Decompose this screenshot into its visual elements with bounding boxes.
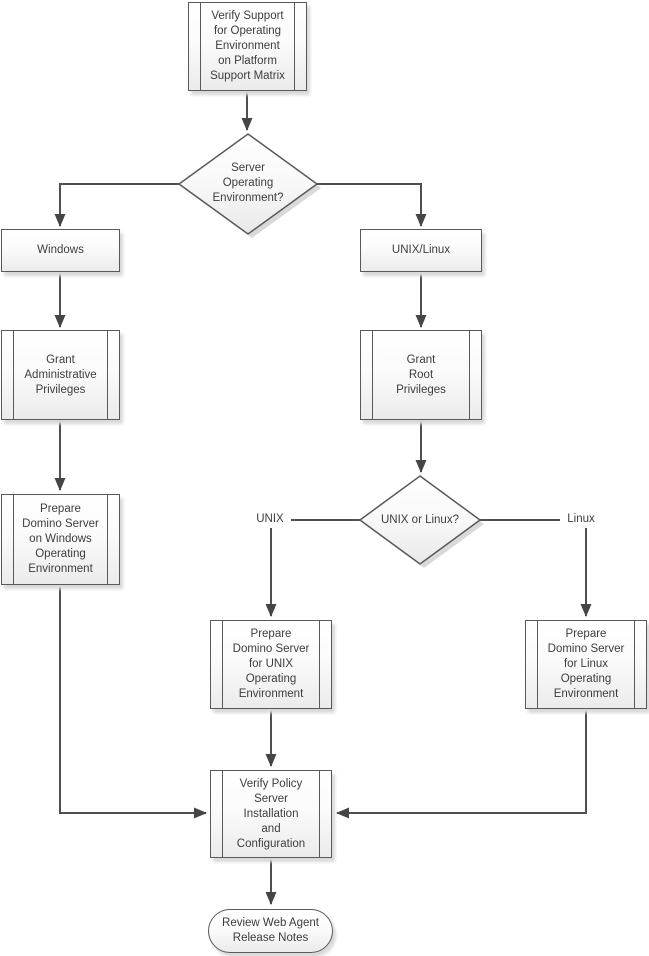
- node-verify-policy: Verify Policy Server Installation and Co…: [210, 770, 332, 858]
- predefined-process-bar: [222, 621, 223, 708]
- node-review-notes: Review Web Agent Release Notes: [208, 909, 333, 953]
- node-grant-admin: Grant Administrative Privileges: [1, 330, 120, 420]
- node-unix-linux-label: UNIX/Linux: [391, 244, 451, 256]
- predefined-process-bar: [222, 771, 223, 857]
- node-prepare-windows-label: Prepare Domino Server on Windows Operati…: [22, 503, 99, 575]
- predefined-process-bar: [13, 331, 14, 419]
- predefined-process-bar: [107, 331, 108, 419]
- node-prepare-linux-label: Prepare Domino Server for Linux Operatin…: [547, 628, 625, 700]
- node-review-notes-label: Review Web Agent Release Notes: [222, 917, 319, 944]
- node-prepare-unix: Prepare Domino Server for UNIX Operating…: [210, 620, 332, 709]
- node-windows-label: Windows: [37, 244, 84, 256]
- predefined-process-bar: [469, 331, 470, 419]
- node-verify-support: Verify Support for Operating Environment…: [188, 2, 307, 91]
- node-unix-or-linux-decision-label: UNIX or Linux?: [381, 514, 459, 526]
- predefined-process-bar: [634, 621, 635, 708]
- node-verify-support-label: Verify Support for Operating Environment…: [210, 10, 285, 82]
- predefined-process-bar: [13, 495, 14, 584]
- connector-decision-unix-branch: [265, 519, 360, 617]
- connector-prepare-linux-to-verify-policy: [336, 710, 587, 819]
- predefined-process-bar: [107, 495, 108, 584]
- edge-label-unix: UNIX: [249, 511, 291, 528]
- predefined-process-bar: [294, 3, 295, 90]
- decision-server-os-shape: [177, 133, 321, 238]
- node-verify-policy-label: Verify Policy Server Installation and Co…: [236, 777, 306, 850]
- predefined-process-bar: [319, 771, 320, 857]
- predefined-process-bar: [319, 621, 320, 708]
- edge-label-linux: Linux: [560, 511, 602, 528]
- node-grant-root-label: Grant Root Privileges: [396, 353, 446, 396]
- predefined-process-bar: [200, 3, 201, 90]
- connector-decision-linux-branch: [480, 519, 592, 617]
- node-server-os-decision-label: Server Operating Environment?: [212, 162, 284, 204]
- node-grant-root: Grant Root Privileges: [360, 330, 482, 420]
- connector-decision-to-unix-linux: [317, 183, 427, 227]
- predefined-process-bar: [372, 331, 373, 419]
- node-prepare-windows: Prepare Domino Server on Windows Operati…: [1, 494, 120, 585]
- node-grant-admin-label: Grant Administrative Privileges: [24, 353, 97, 396]
- connector-decision-to-windows: [54, 183, 179, 227]
- node-prepare-linux: Prepare Domino Server for Linux Operatin…: [525, 620, 647, 709]
- node-prepare-unix-label: Prepare Domino Server for UNIX Operating…: [232, 628, 310, 700]
- predefined-process-bar: [537, 621, 538, 708]
- node-windows: Windows: [1, 229, 120, 272]
- decision-unix-or-linux-shape: [358, 475, 484, 568]
- connector-prepare-windows-to-verify-policy: [59, 586, 207, 819]
- node-unix-linux: UNIX/Linux: [360, 229, 482, 272]
